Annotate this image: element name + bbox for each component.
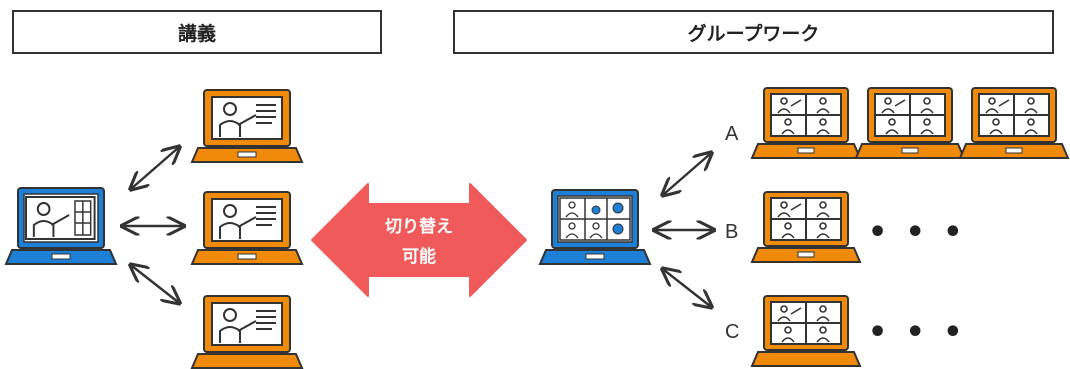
group-work-section-label: グループワーク [453, 10, 1054, 54]
double-arrow-icon [132, 266, 178, 302]
group-label-b: B [725, 221, 738, 243]
group-a-laptop [750, 87, 862, 159]
group-label-a: A [725, 123, 739, 145]
switch-arrow-icon: 切り替え 可能 [311, 183, 527, 297]
student-laptop [190, 89, 304, 163]
host-group-laptop [538, 189, 652, 265]
lecture-label-text: 講義 [177, 22, 216, 45]
group-work-label-text: グループワーク [687, 22, 820, 45]
group-b-laptop [750, 191, 862, 263]
switch-label-line2: 可能 [402, 246, 436, 267]
lecture-section-label: 講義 [12, 10, 382, 54]
more-group-b-indicator: • • • [868, 215, 966, 250]
double-arrow-icon [664, 270, 710, 306]
group-c-laptop [750, 295, 862, 367]
more-group-c-indicator: • • • [868, 315, 966, 350]
group-a-laptop [854, 87, 966, 159]
group-label-c: C [725, 321, 739, 343]
student-laptop [190, 295, 304, 369]
switch-label-line1: 切り替え [385, 216, 453, 237]
student-laptop [190, 191, 304, 265]
double-arrow-icon [664, 154, 710, 194]
host-laptop [4, 187, 118, 265]
group-a-laptop [958, 87, 1070, 159]
double-arrow-icon [132, 148, 178, 188]
